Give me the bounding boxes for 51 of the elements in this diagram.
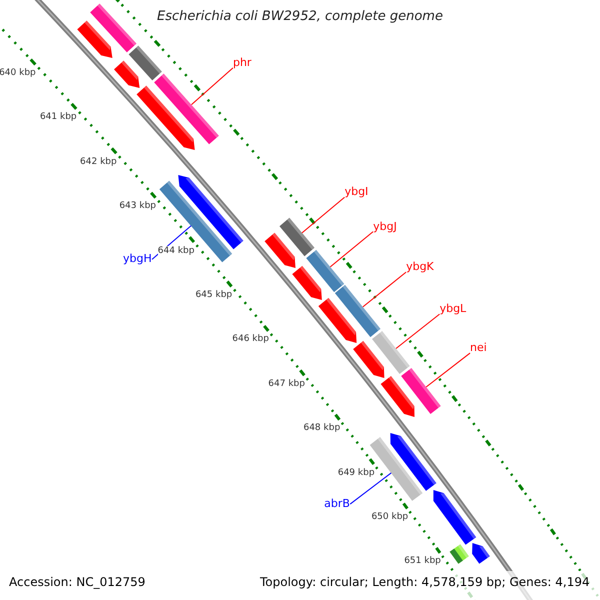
gene-bar	[318, 298, 357, 343]
genome-summary: Topology: circular; Length: 4,578,159 bp; Genes: 4,194	[260, 575, 590, 590]
gene-label: nei	[470, 341, 487, 354]
gene-bar	[114, 60, 140, 88]
gene-bar	[159, 180, 232, 262]
position-label: 642 kbp	[80, 156, 117, 168]
position-label: 641 kbp	[40, 112, 77, 124]
gene-bar	[292, 266, 322, 300]
gene-bar	[136, 86, 195, 150]
gene-bar	[401, 368, 441, 414]
gene-label: abrB	[324, 497, 350, 510]
position-label: 640 kbp	[0, 68, 36, 79]
position-label: 644 kbp	[158, 246, 194, 257]
leader-line	[396, 314, 440, 349]
gene-label: ybgH	[123, 252, 152, 266]
position-label: 647 kbp	[268, 378, 305, 390]
position-label: 645 kbp	[195, 290, 232, 301]
position-label: 650 kbp	[371, 512, 408, 523]
leader-line	[191, 67, 234, 106]
gene-bar	[90, 4, 136, 52]
leader-line	[362, 272, 407, 308]
gene-bar	[264, 232, 296, 268]
leader-line	[302, 196, 346, 234]
position-label: 649 kbp	[338, 468, 375, 479]
gene-bar	[128, 46, 162, 80]
gene-bar	[306, 250, 344, 292]
gene-bar	[472, 543, 490, 564]
gene-label: phr	[232, 56, 252, 69]
leader-line	[426, 352, 471, 388]
gene-label: ybgK	[406, 260, 434, 274]
position-label: 646 kbp	[232, 334, 269, 346]
gene-bar	[433, 490, 476, 545]
position-label: 651 kbp	[404, 556, 441, 568]
leader-line	[330, 231, 374, 268]
leader-line	[350, 472, 392, 505]
gene-bar	[280, 218, 314, 256]
gene-label: ybgL	[440, 302, 466, 316]
position-label: 643 kbp	[119, 201, 156, 212]
gene-bar	[380, 376, 414, 417]
gene-bar	[390, 433, 436, 491]
gene-label: ybgI	[344, 185, 368, 198]
accession-text: Accession: NC_012759	[9, 575, 146, 590]
gene-bar	[353, 340, 384, 378]
gene-bar	[77, 20, 112, 58]
title: Escherichia coli BW2952, complete genome	[157, 10, 443, 23]
gene-bar	[450, 544, 469, 564]
position-label: 648 kbp	[303, 423, 340, 434]
gene-bar	[372, 331, 410, 374]
gene-label: ybgJ	[373, 220, 397, 233]
gene-bar	[154, 74, 219, 144]
gene-bar	[334, 284, 380, 338]
